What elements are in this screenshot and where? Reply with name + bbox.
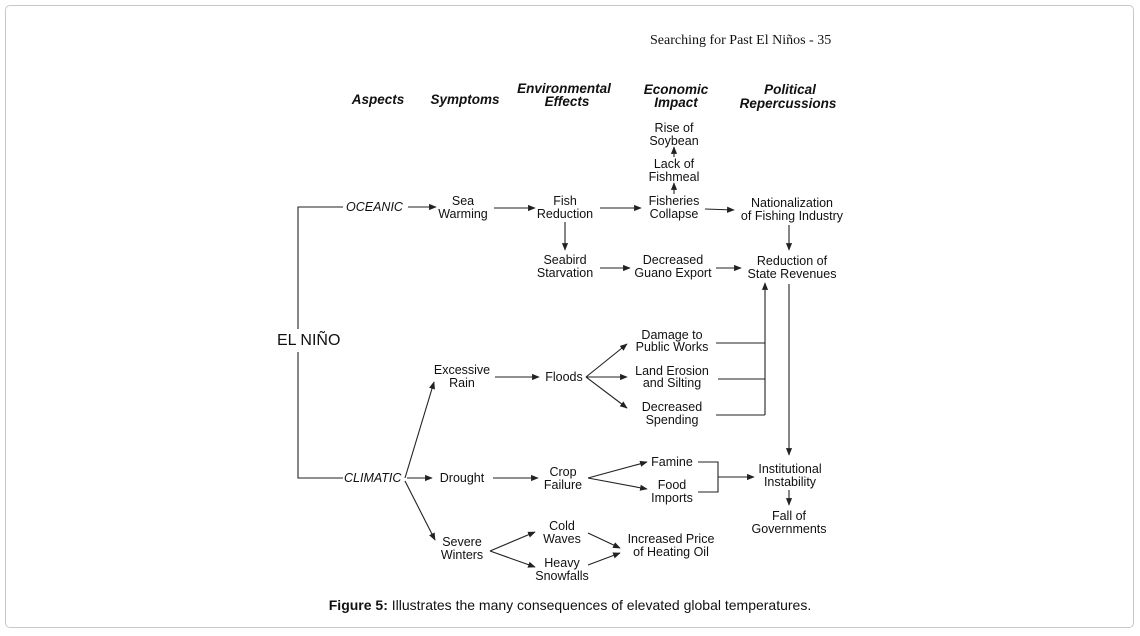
header-political-1: Political: [764, 82, 816, 97]
bracket-drought-consequences: [698, 461, 719, 493]
caption-text: Illustrates the many consequences of ele…: [387, 597, 812, 613]
header-political-2: Repercussions: [740, 96, 837, 111]
running-head: Searching for Past El Niños - 35: [650, 33, 831, 48]
figure-caption: Figure 5: Illustrates the many consequen…: [0, 597, 1140, 613]
arrow-snow-to-oil: [587, 552, 621, 566]
root-bracket: [297, 206, 343, 479]
arrow-cold-to-oil: [587, 532, 621, 549]
arrow-fisheries-to-nationalization: [704, 206, 735, 213]
header-economic-2: Impact: [654, 95, 698, 110]
node-famine: Famine: [651, 455, 693, 469]
node-floods: Floods: [545, 370, 583, 384]
arrow-crop-to-famine: [587, 460, 648, 479]
bracket-floods-consequences: [716, 342, 765, 416]
arrow-winters-to-cold: [489, 531, 536, 552]
arrow-floods-to-spending: [585, 376, 628, 409]
header-aspects: Aspects: [351, 92, 405, 107]
node-oceanic: OCEANIC: [346, 200, 404, 214]
node-climatic: CLIMATIC: [344, 471, 402, 485]
header-environmental-1: Environmental: [517, 81, 611, 96]
arrow-winters-to-snow: [489, 550, 536, 568]
node-el-nino: EL NIÑO: [277, 329, 340, 349]
header-economic-1: Economic: [644, 82, 709, 97]
header-symptoms: Symptoms: [430, 92, 500, 107]
arrow-climatic-to-rain: [404, 381, 435, 479]
node-drought: Drought: [440, 471, 485, 485]
arrow-crop-to-imports: [587, 477, 648, 491]
arrow-climatic-to-winters: [404, 480, 436, 541]
figure-frame: [5, 5, 1134, 628]
caption-label: Figure 5:: [328, 597, 388, 613]
arrow-floods-to-damage: [585, 343, 628, 378]
header-environmental-2: Effects: [545, 94, 590, 109]
